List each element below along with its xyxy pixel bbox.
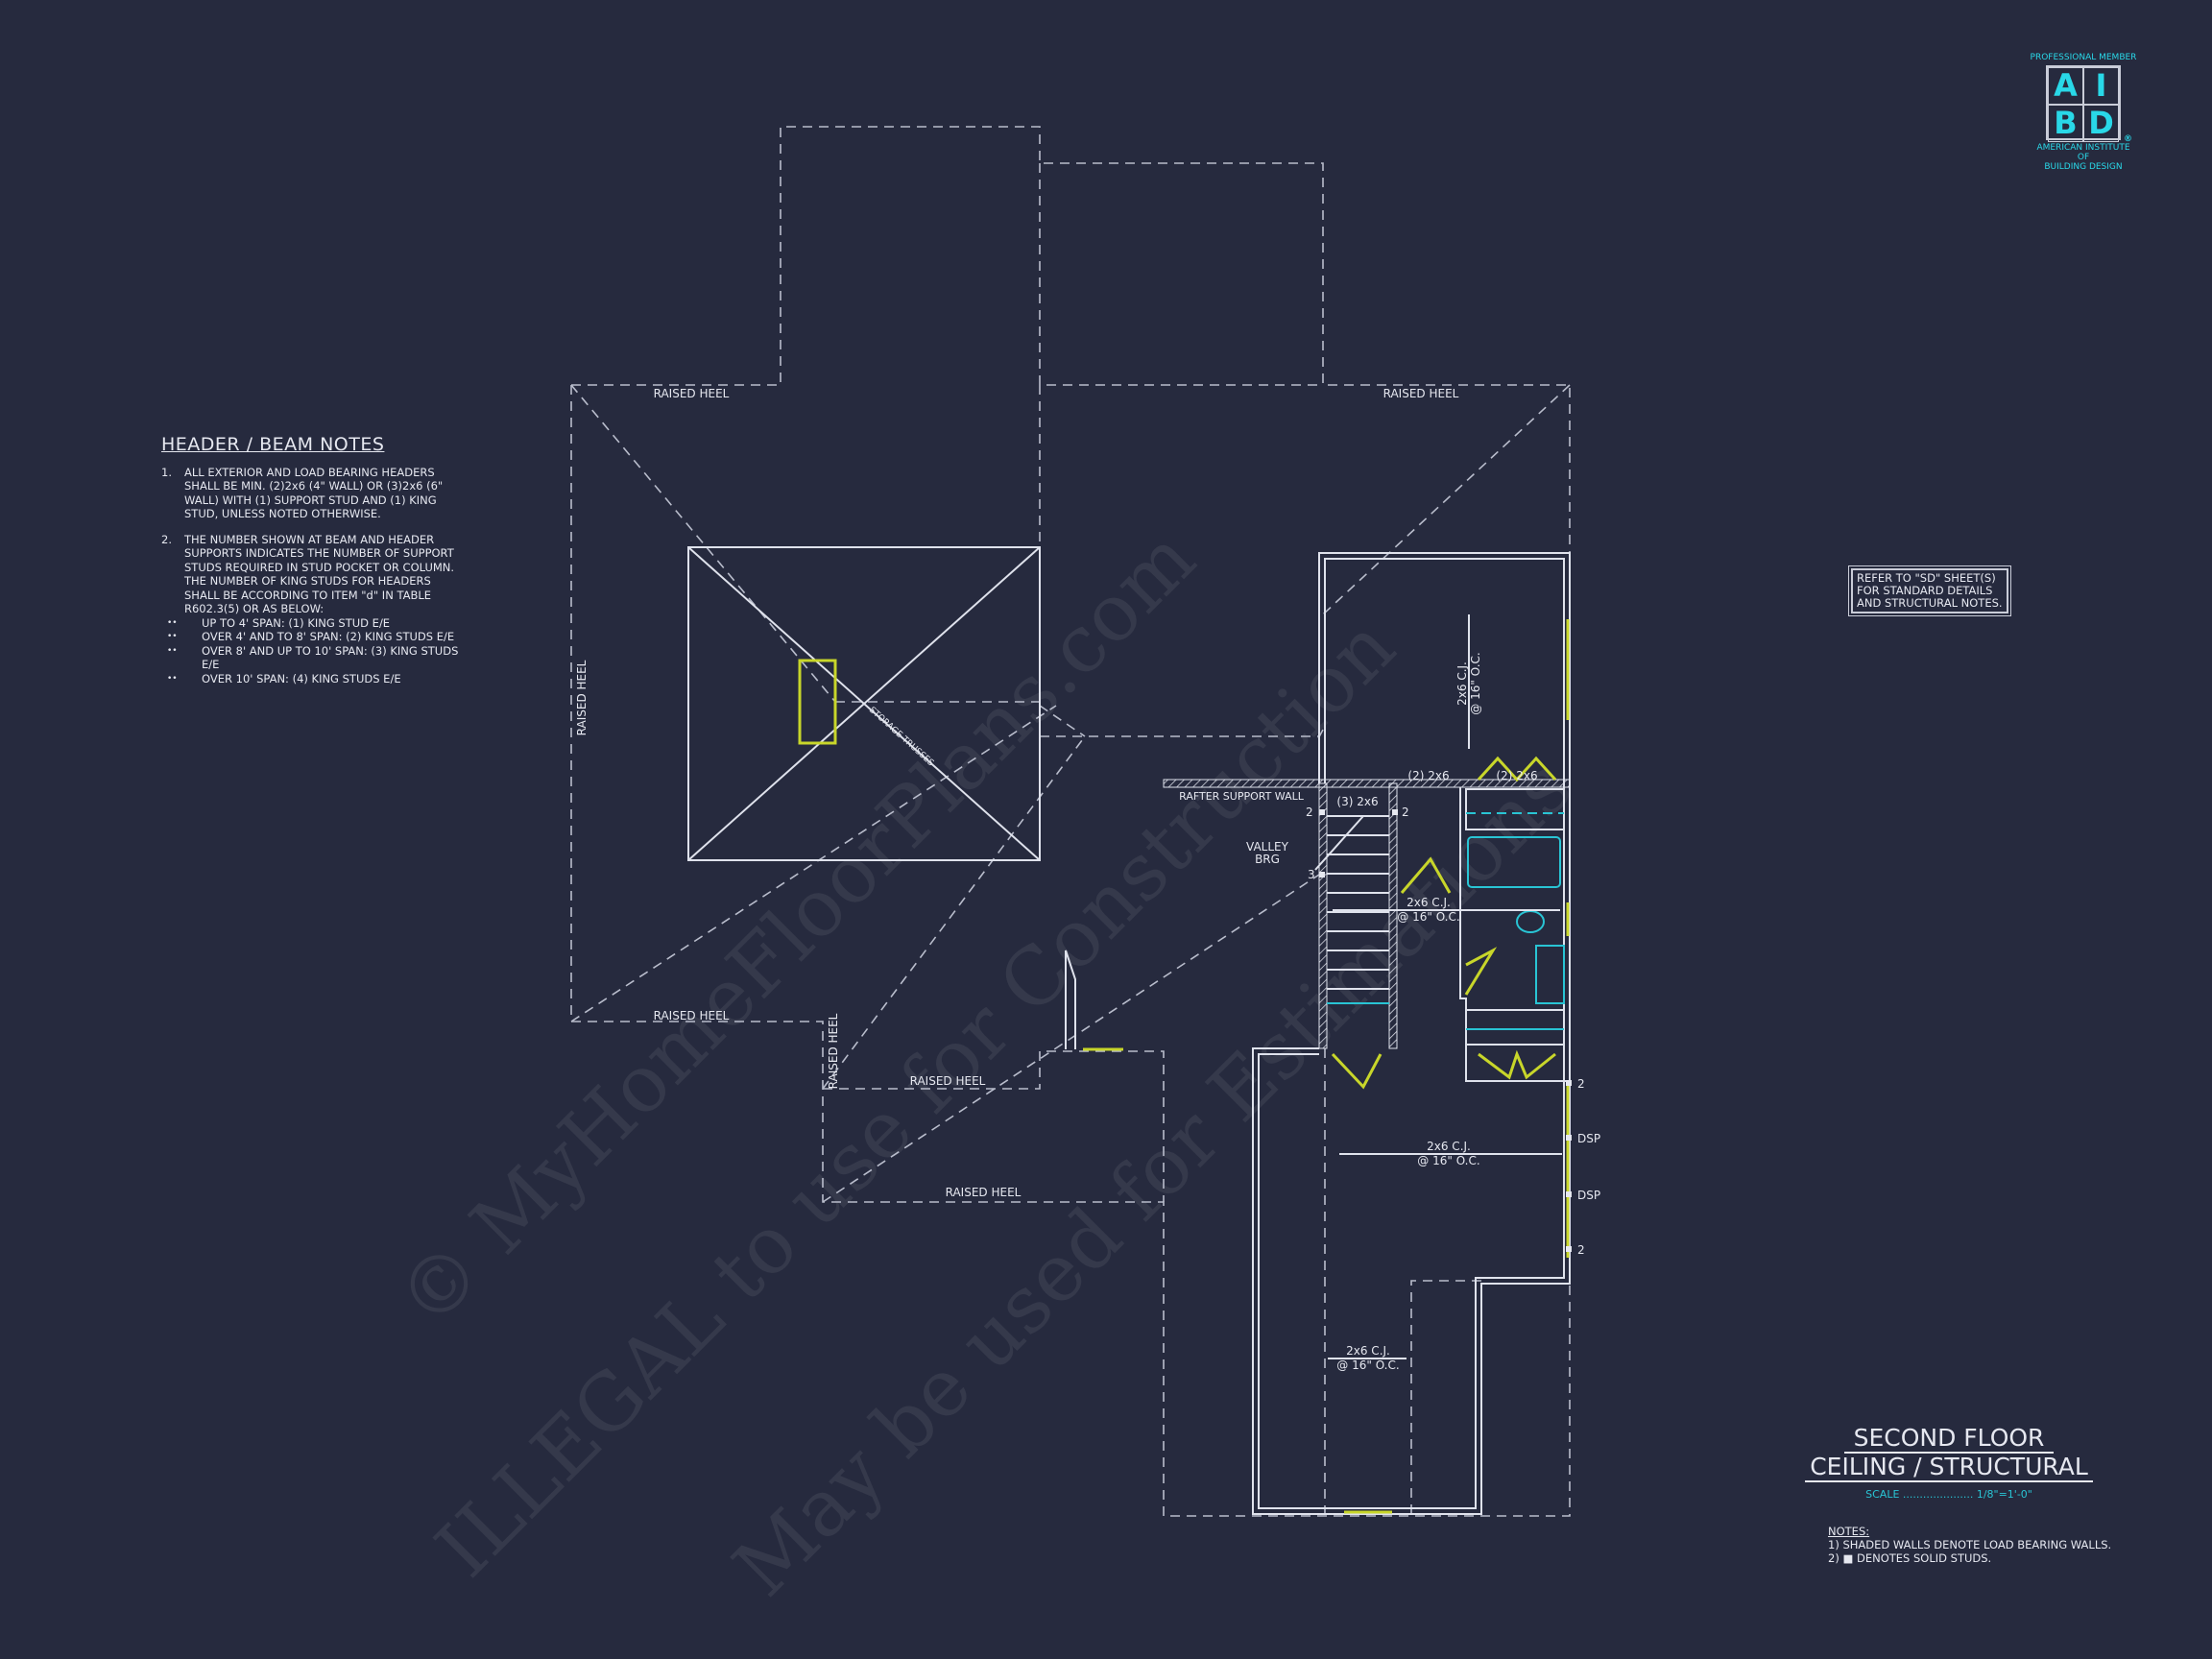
header-label: (2) 2x6: [1496, 769, 1537, 782]
stud-count: 2: [1306, 805, 1313, 819]
ceiling-joist-arrows: [1314, 614, 1562, 1359]
valley-brg-label: BRG: [1255, 853, 1280, 866]
storage-trusses-label: STORAGE TRUSSES: [867, 706, 935, 769]
note-bullet: ••OVER 4' AND TO 8' SPAN: (2) KING STUDS…: [167, 630, 455, 643]
raised-heel-label: RAISED HEEL: [1383, 387, 1459, 400]
bathtub: [1467, 836, 1561, 888]
toilet: [1516, 910, 1545, 933]
notes-title: HEADER / BEAM NOTES: [161, 434, 385, 455]
note-bullet: ••UP TO 4' SPAN: (1) KING STUD E/E: [167, 615, 391, 630]
cj-spacing-label: @ 16" O.C.: [1397, 910, 1459, 924]
drawing-notes: NOTES: 1) SHADED WALLS DENOTE LOAD BEARI…: [1828, 1525, 2112, 1565]
stairs: [1327, 815, 1389, 1004]
cj-spacing-label: @ 16" O.C.: [1417, 1154, 1479, 1167]
cj-label: 2x6 C.J.: [1455, 661, 1469, 706]
second-floor-walls: [1163, 552, 1571, 1515]
raised-heel-label: RAISED HEEL: [654, 1009, 730, 1022]
cj-label: 2x6 C.J.: [1427, 1140, 1471, 1153]
drawing-title: SECOND FLOOR CEILING / STRUCTURAL SCALE …: [1805, 1425, 2093, 1501]
stud-count: 2: [1577, 1077, 1585, 1091]
roof-outline: [570, 126, 1571, 1517]
drawing-scale: SCALE ..................... 1/8"=1'-0": [1865, 1488, 2032, 1501]
note-item: 2.THE NUMBER SHOWN AT BEAM AND HEADER SU…: [161, 532, 455, 616]
header-label: (3) 2x6: [1336, 795, 1378, 808]
vanity-sink: [1535, 945, 1565, 1004]
raised-heel-label: RAISED HEEL: [575, 660, 589, 735]
note-item: 1.ALL EXTERIOR AND LOAD BEARING HEADERS …: [161, 465, 444, 521]
doors: [1065, 619, 1570, 1514]
attic-access-hatch: [798, 659, 837, 745]
dsp-label: DSP: [1577, 1132, 1600, 1145]
note-bullet: ••OVER 8' AND UP TO 10' SPAN: (3) KING S…: [167, 643, 459, 672]
storage-truss-area: STORAGE TRUSSES: [687, 546, 1041, 861]
header-label: (2) 2x6: [1407, 769, 1449, 782]
raised-heel-label: RAISED HEEL: [654, 387, 730, 400]
raised-heel-label: RAISED HEEL: [910, 1074, 986, 1088]
cj-spacing-label: @ 16" O.C.: [1469, 652, 1482, 714]
stud-count: 3: [1308, 868, 1315, 881]
raised-heel-label: RAISED HEEL: [946, 1186, 1022, 1199]
valley-brg-label: VALLEY: [1246, 840, 1289, 854]
stud-count: 2: [1577, 1243, 1585, 1257]
header-beam-notes: HEADER / BEAM NOTES 1.ALL EXTERIOR AND L…: [161, 434, 459, 685]
cj-label: 2x6 C.J.: [1407, 896, 1451, 909]
refer-sd-note: REFER TO "SD" SHEET(S) FOR STANDARD DETA…: [1848, 565, 2011, 616]
raised-heel-label: RAISED HEEL: [827, 1013, 840, 1089]
cj-label: 2x6 C.J.: [1346, 1344, 1390, 1358]
rafter-support-wall-label: RAFTER SUPPORT WALL: [1179, 790, 1305, 803]
dsp-label: DSP: [1577, 1189, 1600, 1202]
stud-count: 2: [1402, 805, 1409, 819]
note-bullet: ••OVER 10' SPAN: (4) KING STUDS E/E: [167, 671, 401, 685]
cj-spacing-label: @ 16" O.C.: [1336, 1358, 1399, 1372]
rafter-support-wall: [1163, 779, 1320, 788]
